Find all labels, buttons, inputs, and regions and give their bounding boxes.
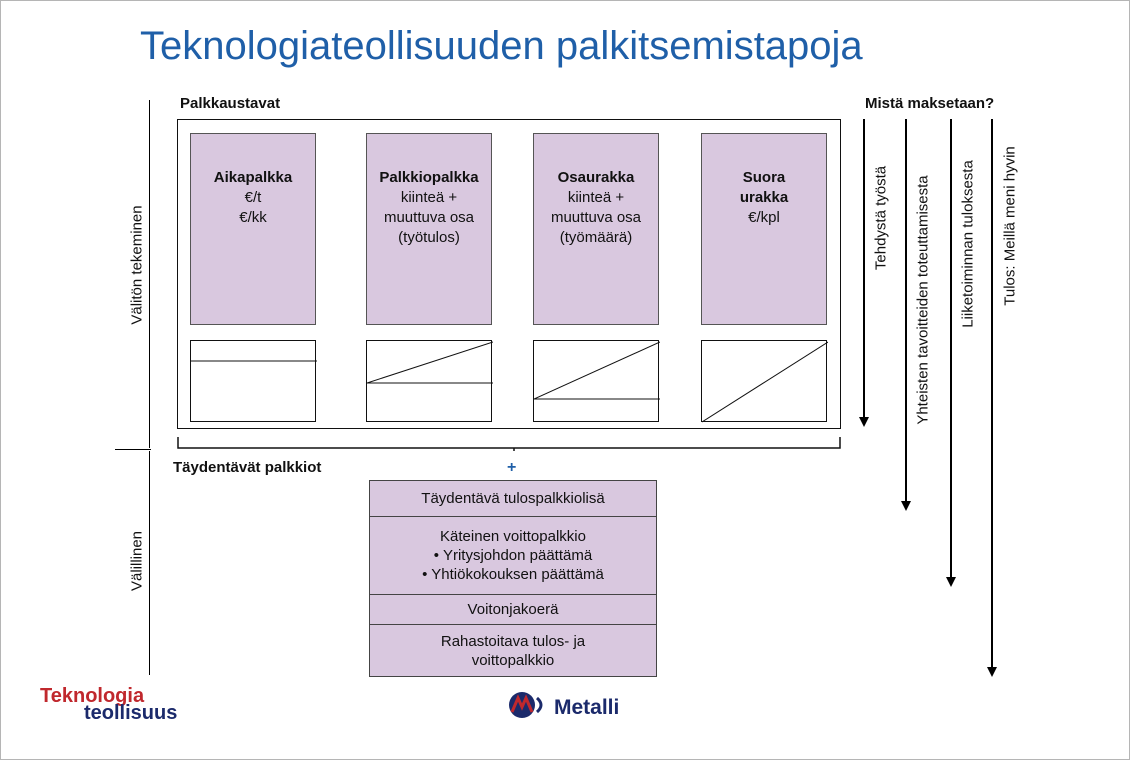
graph-line bbox=[534, 341, 660, 400]
pay-methods-box bbox=[177, 119, 841, 429]
pay-method-line: muuttuva osa bbox=[383, 209, 475, 226]
pay-method-line: kiinteä + bbox=[400, 189, 458, 206]
supplementary-line: Voitonjakoerä bbox=[467, 601, 559, 618]
pay-method-title: Suora bbox=[742, 169, 786, 186]
left-axis-line-bottom bbox=[149, 451, 150, 675]
supplementary-item: Rahastoitava tulos- ja voittopalkkio bbox=[370, 625, 656, 676]
supplementary-line: voittopalkkio bbox=[471, 651, 555, 669]
supplementary-box: Täydentävä tulospalkkiolisä Käteinen voi… bbox=[369, 480, 657, 677]
graph-aikapalkka bbox=[190, 340, 317, 422]
supplementary-item: Käteinen voittopalkkio • Yritysjohdon pä… bbox=[370, 517, 656, 595]
plus-sign: + bbox=[507, 459, 517, 476]
pay-method-suora-urakka: Suora urakka €/kpl bbox=[701, 133, 827, 325]
supplementary-line: • Yritysjohdon päättämä bbox=[433, 547, 593, 564]
arrow-yhteisten-tavoitteiden bbox=[901, 119, 911, 513]
graph-line bbox=[367, 341, 493, 384]
pay-method-title: Palkkiopalkka bbox=[379, 169, 479, 186]
arrow-label: Liiketoiminnan tuloksesta bbox=[959, 160, 977, 328]
arrow-liiketoiminnan-tuloksesta bbox=[946, 119, 956, 589]
pay-method-palkkiopalkka: Palkkiopalkka kiinteä + muuttuva osa (ty… bbox=[366, 133, 492, 325]
teknologiateollisuus-logo: Teknologia teollisuus bbox=[40, 685, 178, 724]
slide-title: Teknologiateollisuuden palkitsemistapoja bbox=[140, 24, 863, 68]
supplementary-line: Käteinen voittopalkkio bbox=[440, 528, 586, 545]
arrow-label: Yhteisten tavoitteiden toteuttamisesta bbox=[914, 175, 932, 425]
supplementary-line: • Yhtiökokouksen päättämä bbox=[422, 566, 604, 583]
graph-line bbox=[702, 341, 828, 423]
graph-osaurakka bbox=[533, 340, 660, 422]
pay-method-title-2: urakka bbox=[739, 189, 789, 206]
metalli-logo-icon bbox=[509, 692, 543, 718]
heading-mista-maksetaan: Mistä maksetaan? bbox=[865, 95, 995, 112]
supplementary-line: Täydentävä tulospalkkiolisä bbox=[421, 490, 605, 507]
arrow-tehdysta-tyosta bbox=[859, 119, 869, 429]
pay-method-line: kiinteä + bbox=[567, 189, 625, 206]
left-axis-divider bbox=[115, 449, 151, 450]
left-axis-line-top bbox=[149, 100, 150, 448]
label-valiton-tekeminen: Välitön tekeminen bbox=[128, 205, 146, 325]
arrow-label: Tulos: Meillä meni hyvin bbox=[1001, 146, 1019, 306]
graph-suora-urakka bbox=[701, 340, 828, 423]
logo-text-line: Teknologia bbox=[40, 685, 145, 707]
brace-bracket bbox=[177, 437, 841, 451]
pay-method-line: (työmäärä) bbox=[559, 229, 633, 246]
pay-method-line: €/kk bbox=[239, 209, 267, 226]
arrow-tulos-meilla-meni-hyvin bbox=[987, 119, 997, 679]
label-valillinen: Välillinen bbox=[128, 530, 146, 592]
pay-method-line: €/kpl bbox=[748, 209, 780, 226]
logo-text: Metalli bbox=[554, 696, 620, 719]
arrow-label: Tehdystä työstä bbox=[872, 165, 890, 271]
heading-taydentavat-palkkiot: Täydentävät palkkiot bbox=[173, 459, 322, 476]
heading-palkkaustavat: Palkkaustavat bbox=[180, 95, 281, 112]
pay-method-title: Aikapalkka bbox=[213, 169, 293, 186]
supplementary-line: Rahastoitava tulos- ja bbox=[440, 632, 586, 650]
pay-method-line: muuttuva osa bbox=[550, 209, 642, 226]
pay-method-line: €/t bbox=[244, 189, 262, 206]
pay-method-aikapalkka: Aikapalkka €/t €/kk bbox=[190, 133, 316, 325]
supplementary-item: Täydentävä tulospalkkiolisä bbox=[370, 481, 656, 517]
logo-text-line: teollisuus bbox=[84, 702, 178, 724]
pay-method-line: (työtulos) bbox=[398, 229, 460, 246]
supplementary-item: Voitonjakoerä bbox=[370, 595, 656, 625]
pay-method-title: Osaurakka bbox=[557, 169, 635, 186]
graph-palkkiopalkka bbox=[366, 340, 493, 422]
pay-method-osaurakka: Osaurakka kiinteä + muuttuva osa (työmää… bbox=[533, 133, 659, 325]
